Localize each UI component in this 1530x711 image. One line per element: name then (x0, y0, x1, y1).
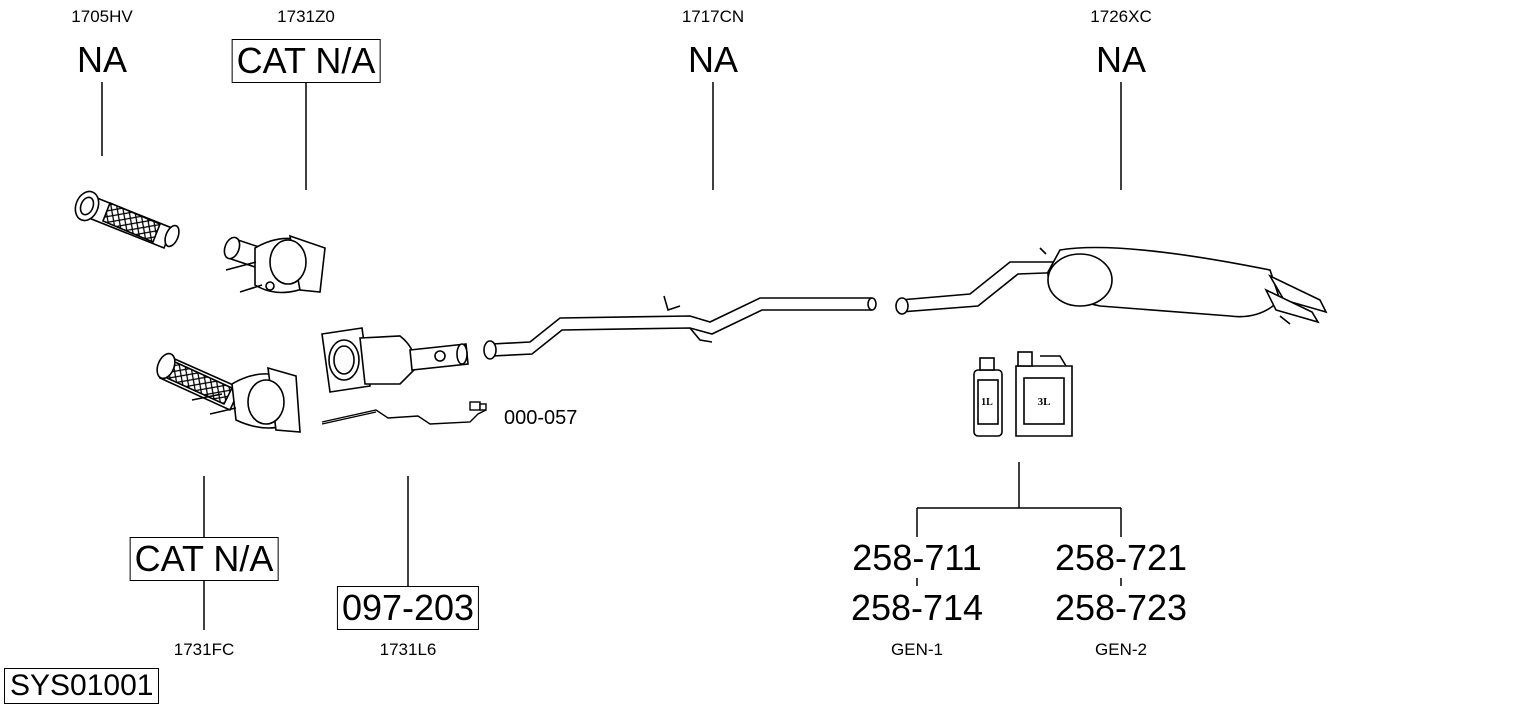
system-id: SYS01001 (4, 668, 160, 704)
catalyst-1731z0 (223, 234, 326, 294)
part-ref-1717cn: NA (687, 39, 739, 80)
part-code-1705hv: 1705HV (71, 7, 133, 26)
leader-lines (101, 82, 1122, 630)
part-code-1731z0: 1731Z0 (277, 7, 335, 26)
gen2-ref-bottom: 258-723 (1054, 587, 1188, 628)
part-ref-1726xc: NA (1095, 39, 1147, 80)
gen1-ref-top: 258-711 (852, 537, 982, 578)
part-code-1731fc: 1731FC (173, 640, 235, 659)
gen1-label: GEN-1 (891, 640, 943, 659)
catalyst-1731fc (156, 352, 301, 433)
rear-muffler-1726xc (895, 246, 1328, 325)
part-code-1726xc: 1726XC (1090, 7, 1152, 26)
bottle-small-label: 1L (981, 397, 993, 408)
sensor-ref: 000-057 (504, 407, 578, 429)
fluid-bottles (973, 351, 1073, 437)
flex-pipe-1705hv (74, 190, 180, 250)
part-ref-1731l6: 097-203 (336, 586, 480, 630)
part-code-1731l6: 1731L6 (379, 640, 437, 659)
sensor-000-057 (321, 401, 487, 425)
bottle-large-label: 3L (1038, 396, 1051, 408)
gen1-ref-bottom: 258-714 (850, 587, 984, 628)
part-code-1717cn: 1717CN (681, 7, 745, 26)
gen2-label: GEN-2 (1095, 640, 1147, 659)
part-ref-1731fc: CAT N/A (129, 537, 279, 581)
part-ref-1731z0: CAT N/A (231, 39, 381, 83)
catalyst-1731l6 (321, 327, 469, 393)
intermediate-pipe-1717cn (483, 295, 877, 360)
gen2-ref-top: 258-721 (1054, 537, 1188, 578)
part-ref-1705hv: NA (76, 39, 128, 80)
